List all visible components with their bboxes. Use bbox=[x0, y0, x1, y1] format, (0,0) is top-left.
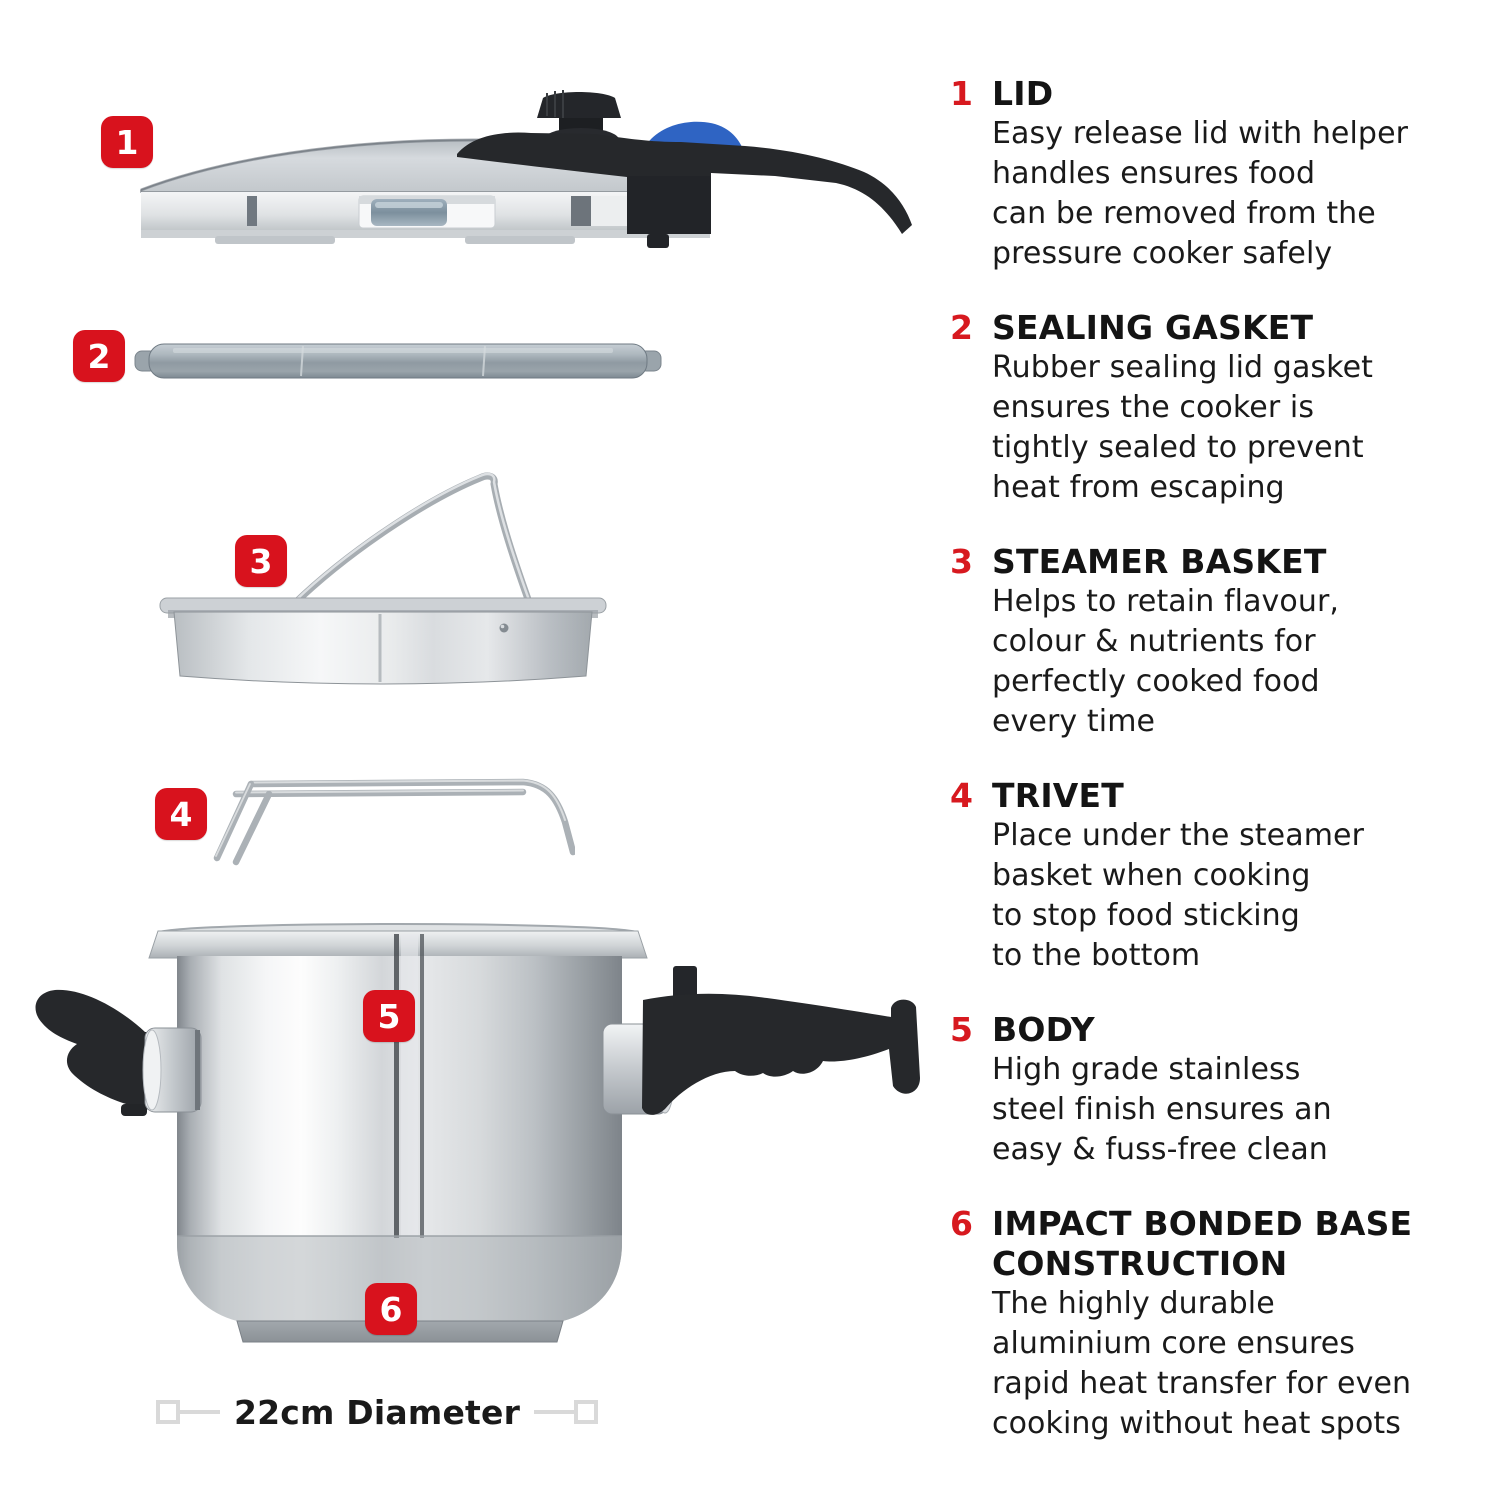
part-title: BODY bbox=[992, 1010, 1095, 1049]
part-item-impact-bonded-base: 6 IMPACT BONDED BASE CONSTRUCTION The hi… bbox=[950, 1204, 1498, 1444]
part-description: Helps to retain flavour, colour & nutrie… bbox=[992, 584, 1340, 739]
lid-rim-band bbox=[141, 192, 710, 244]
parts-list: 1 LID Easy release lid with helper handl… bbox=[950, 74, 1498, 1444]
part-item-steamer-basket: 3 STEAMER BASKET Helps to retain flavour… bbox=[950, 542, 1498, 742]
part-description: The highly durable aluminium core ensure… bbox=[992, 1286, 1412, 1441]
part-item-sealing-gasket: 2 SEALING GASKET Rubber sealing lid gask… bbox=[950, 308, 1498, 508]
part-item-body: 5 BODY High grade stainless steel finish… bbox=[950, 1010, 1498, 1170]
part-badge-3: 3 bbox=[235, 535, 287, 587]
measure-line-left bbox=[180, 1410, 220, 1414]
pot-body-illustration bbox=[25, 918, 935, 1352]
part-number: 3 bbox=[950, 542, 973, 581]
sealing-gasket-illustration bbox=[133, 330, 663, 396]
part-badge-5: 5 bbox=[363, 990, 415, 1042]
pot-long-handle bbox=[602, 966, 920, 1115]
part-description: Place under the steamer basket when cook… bbox=[992, 818, 1365, 973]
pot-helper-handle bbox=[35, 989, 202, 1116]
part-number: 6 bbox=[950, 1204, 973, 1243]
part-badge-4: 4 bbox=[155, 788, 207, 840]
lid-illustration bbox=[135, 78, 935, 262]
part-title: TRIVET bbox=[992, 776, 1124, 815]
steamer-basket-illustration bbox=[158, 452, 608, 696]
part-title: SEALING GASKET bbox=[992, 308, 1314, 347]
pot-shell bbox=[177, 934, 622, 1343]
part-badge-2: 2 bbox=[73, 330, 125, 382]
lid-handle bbox=[457, 132, 912, 248]
measure-end-square-left-icon bbox=[156, 1400, 180, 1424]
part-title: STEAMER BASKET bbox=[992, 542, 1327, 581]
diameter-label: 22cm Diameter bbox=[233, 1392, 521, 1432]
part-title: IMPACT BONDED BASE CONSTRUCTION bbox=[992, 1204, 1413, 1283]
part-number: 4 bbox=[950, 776, 973, 815]
part-title: LID bbox=[992, 74, 1054, 113]
trivet-wire-rack bbox=[213, 778, 577, 866]
part-item-lid: 1 LID Easy release lid with helper handl… bbox=[950, 74, 1498, 274]
measurement-ruler: 22cm Diameter bbox=[156, 1392, 599, 1432]
measure-end-square-right-icon bbox=[574, 1400, 599, 1424]
trivet-illustration bbox=[205, 770, 577, 874]
part-description: Rubber sealing lid gasket ensures the co… bbox=[992, 350, 1373, 505]
part-description: High grade stainless steel finish ensure… bbox=[992, 1052, 1332, 1167]
part-badge-1: 1 bbox=[101, 116, 153, 168]
basket-wire-handle bbox=[290, 472, 533, 608]
part-number: 5 bbox=[950, 1010, 973, 1049]
part-number: 2 bbox=[950, 308, 973, 347]
part-description: Easy release lid with helper handles ens… bbox=[992, 116, 1409, 271]
part-item-trivet: 4 TRIVET Place under the steamer basket … bbox=[950, 776, 1498, 976]
basket-body bbox=[159, 597, 607, 685]
part-number: 1 bbox=[950, 74, 973, 113]
pot-bonded-base-band bbox=[177, 1236, 622, 1321]
measure-line-right bbox=[534, 1410, 575, 1414]
part-badge-6: 6 bbox=[365, 1283, 417, 1335]
